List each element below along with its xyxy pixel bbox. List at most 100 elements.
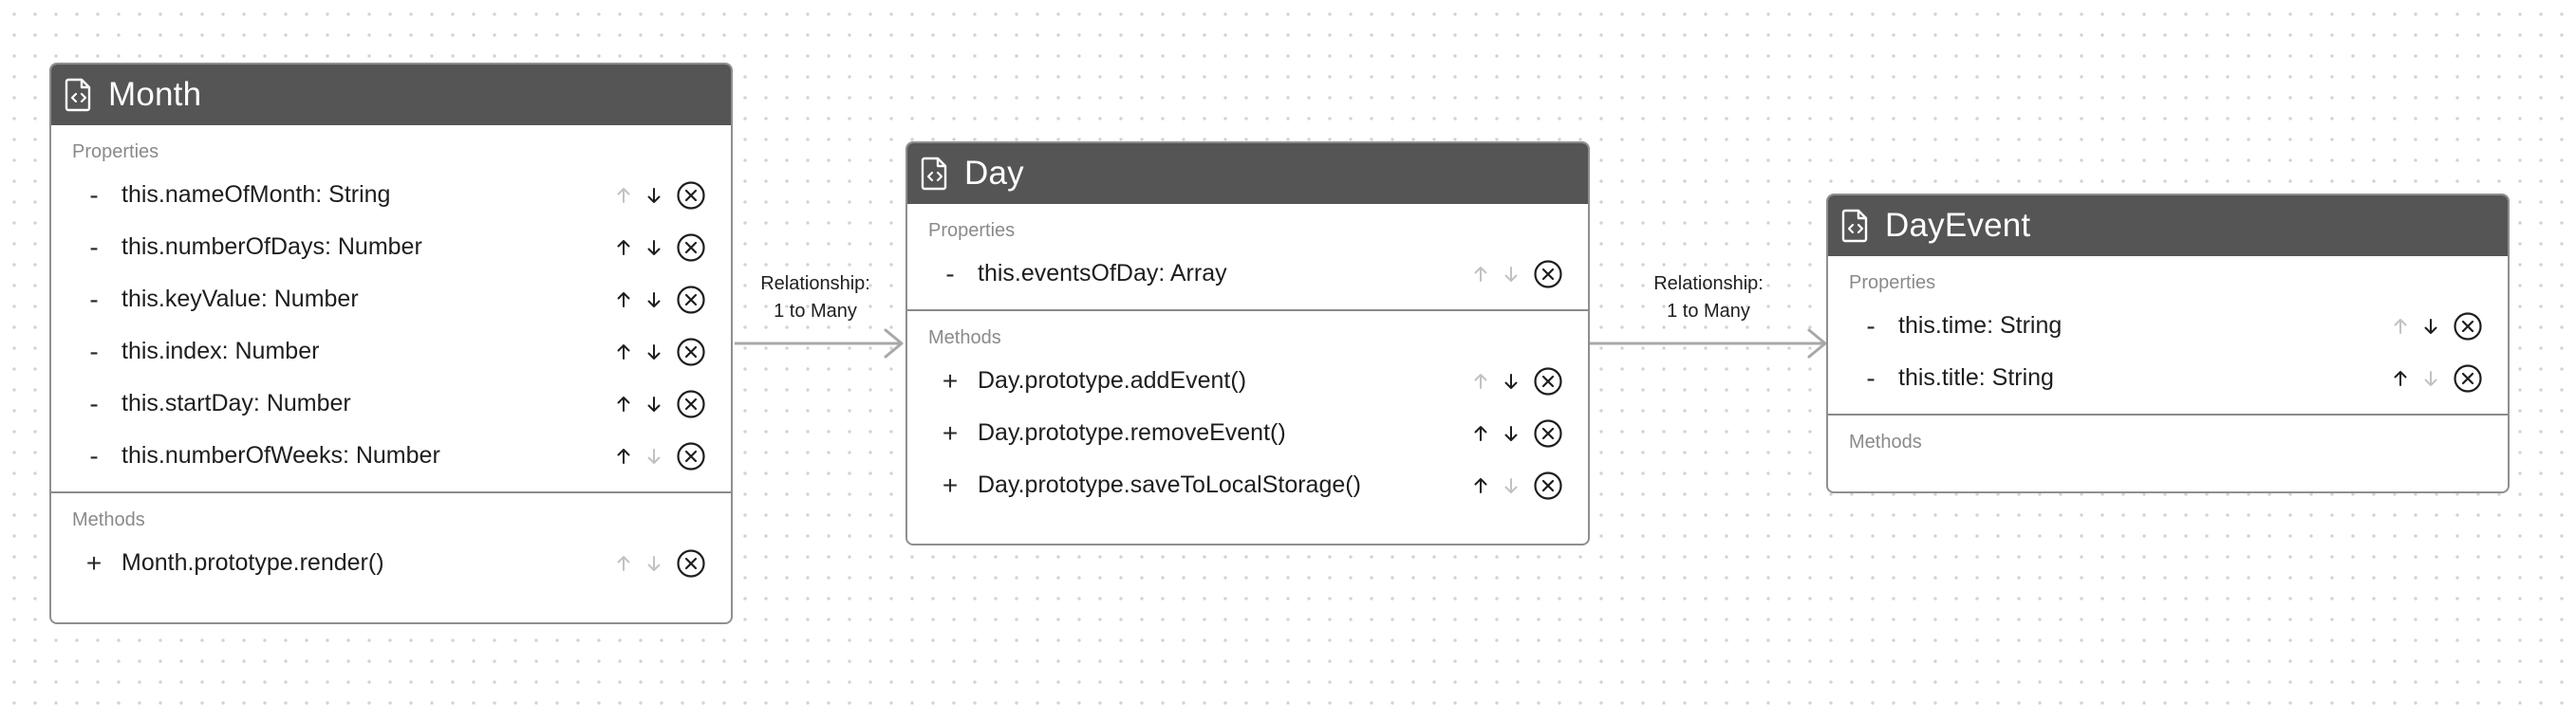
property-text[interactable]: this.title: String <box>1898 364 2054 391</box>
arrow-down-icon[interactable] <box>2420 368 2441 389</box>
property-text[interactable]: this.numberOfDays: Number <box>121 233 422 260</box>
property-text[interactable]: this.index: Number <box>121 338 320 364</box>
arrow-down-icon[interactable] <box>1501 264 1521 285</box>
visibility-sign: - <box>945 258 955 288</box>
close-circle-icon[interactable] <box>1533 366 1563 397</box>
arrow-down-icon[interactable] <box>644 185 664 206</box>
connector-month-day[interactable] <box>735 328 904 359</box>
method-text[interactable]: Month.prototype.render() <box>121 549 384 576</box>
close-circle-icon[interactable] <box>676 232 706 263</box>
visibility-sign: - <box>89 179 99 210</box>
properties-section: Properties - this.eventsOfDay: Array <box>907 204 1588 309</box>
section-label: Methods <box>1849 432 1922 453</box>
method-row[interactable]: + Day.prototype.saveToLocalStorage() <box>907 459 1588 511</box>
connector-day-dayevent[interactable] <box>1590 328 1827 359</box>
row-controls <box>613 337 706 367</box>
row-controls <box>1470 366 1563 397</box>
class-card-day[interactable]: Day Properties - this.eventsOfDay: Array… <box>905 141 1590 545</box>
arrow-down-icon[interactable] <box>1501 371 1521 392</box>
visibility-sign: - <box>89 336 99 366</box>
property-text[interactable]: this.time: String <box>1898 312 2063 339</box>
relationship-label: Relationship: 1 to Many <box>1604 270 1813 325</box>
property-row[interactable]: - this.eventsOfDay: Array <box>907 248 1588 300</box>
methods-section: Methods <box>1828 414 2508 469</box>
visibility-sign: - <box>89 231 99 262</box>
close-circle-icon[interactable] <box>676 389 706 419</box>
arrow-up-icon[interactable] <box>613 342 634 362</box>
close-circle-icon[interactable] <box>1533 471 1563 501</box>
close-circle-icon[interactable] <box>2453 311 2483 342</box>
arrow-up-icon[interactable] <box>2390 368 2411 389</box>
arrow-down-icon[interactable] <box>644 237 664 258</box>
arrow-down-icon[interactable] <box>644 289 664 310</box>
property-text[interactable]: this.keyValue: Number <box>121 286 359 312</box>
arrow-up-icon[interactable] <box>1470 264 1491 285</box>
close-circle-icon[interactable] <box>1533 259 1563 289</box>
arrow-down-icon[interactable] <box>1501 423 1521 444</box>
section-label: Properties <box>1849 272 1936 293</box>
arrow-up-icon[interactable] <box>1470 423 1491 444</box>
close-circle-icon[interactable] <box>676 337 706 367</box>
class-card-dayevent[interactable]: DayEvent Properties - this.time: String … <box>1826 194 2510 493</box>
property-row[interactable]: - this.startDay: Number <box>51 378 731 430</box>
visibility-sign: - <box>89 284 99 314</box>
arrow-up-icon[interactable] <box>613 446 634 467</box>
arrow-down-icon[interactable] <box>644 446 664 467</box>
close-circle-icon[interactable] <box>676 180 706 211</box>
property-text[interactable]: this.startDay: Number <box>121 390 351 416</box>
arrow-down-icon[interactable] <box>644 342 664 362</box>
property-row[interactable]: - this.keyValue: Number <box>51 273 731 325</box>
method-text[interactable]: Day.prototype.addEvent() <box>978 367 1247 394</box>
arrow-up-icon[interactable] <box>1470 475 1491 496</box>
method-row[interactable]: + Month.prototype.render() <box>51 537 731 589</box>
property-row[interactable]: - this.title: String <box>1828 352 2508 404</box>
close-circle-icon[interactable] <box>676 285 706 315</box>
arrow-up-icon[interactable] <box>613 553 634 574</box>
class-name[interactable]: Day <box>964 155 1024 192</box>
class-card-month[interactable]: Month Properties - this.nameOfMonth: Str… <box>49 63 733 624</box>
arrow-up-icon[interactable] <box>2390 316 2411 337</box>
arrow-down-icon[interactable] <box>2420 316 2441 337</box>
visibility-sign: + <box>942 417 959 448</box>
property-text[interactable]: this.nameOfMonth: String <box>121 181 391 208</box>
section-label: Properties <box>928 220 1016 241</box>
visibility-sign: - <box>89 440 99 471</box>
property-row[interactable]: - this.index: Number <box>51 325 731 378</box>
class-header[interactable]: DayEvent <box>1828 195 2508 256</box>
property-row[interactable]: - this.nameOfMonth: String <box>51 169 731 221</box>
visibility-sign: - <box>89 388 99 418</box>
property-row[interactable]: - this.numberOfWeeks: Number <box>51 430 731 482</box>
relationship-label: Relationship: 1 to Many <box>711 270 920 325</box>
arrow-down-icon[interactable] <box>1501 475 1521 496</box>
close-circle-icon[interactable] <box>2453 363 2483 394</box>
arrow-up-icon[interactable] <box>613 185 634 206</box>
arrow-up-icon[interactable] <box>613 289 634 310</box>
row-controls <box>2390 363 2483 394</box>
arrow-down-icon[interactable] <box>644 394 664 415</box>
methods-section: Methods + Month.prototype.render() <box>51 491 731 599</box>
arrow-up-icon[interactable] <box>613 237 634 258</box>
class-name[interactable]: DayEvent <box>1885 207 2031 244</box>
close-circle-icon[interactable] <box>676 441 706 471</box>
property-row[interactable]: - this.time: String <box>1828 300 2508 352</box>
method-text[interactable]: Day.prototype.saveToLocalStorage() <box>978 471 1361 498</box>
row-controls <box>613 232 706 263</box>
method-row[interactable]: + Day.prototype.removeEvent() <box>907 407 1588 459</box>
arrow-up-icon[interactable] <box>613 394 634 415</box>
property-text[interactable]: this.numberOfWeeks: Number <box>121 442 440 469</box>
class-header[interactable]: Day <box>907 143 1588 204</box>
arrow-down-icon[interactable] <box>644 553 664 574</box>
method-text[interactable]: Day.prototype.removeEvent() <box>978 419 1286 446</box>
class-header[interactable]: Month <box>51 65 731 125</box>
arrow-up-icon[interactable] <box>1470 371 1491 392</box>
row-controls <box>613 180 706 211</box>
property-row[interactable]: - this.numberOfDays: Number <box>51 221 731 273</box>
close-circle-icon[interactable] <box>1533 418 1563 449</box>
class-name[interactable]: Month <box>108 76 202 113</box>
visibility-sign: - <box>1866 362 1876 393</box>
close-circle-icon[interactable] <box>676 548 706 579</box>
property-text[interactable]: this.eventsOfDay: Array <box>978 260 1227 287</box>
row-controls <box>1470 471 1563 501</box>
method-row[interactable]: + Day.prototype.addEvent() <box>907 355 1588 407</box>
row-controls <box>613 389 706 419</box>
